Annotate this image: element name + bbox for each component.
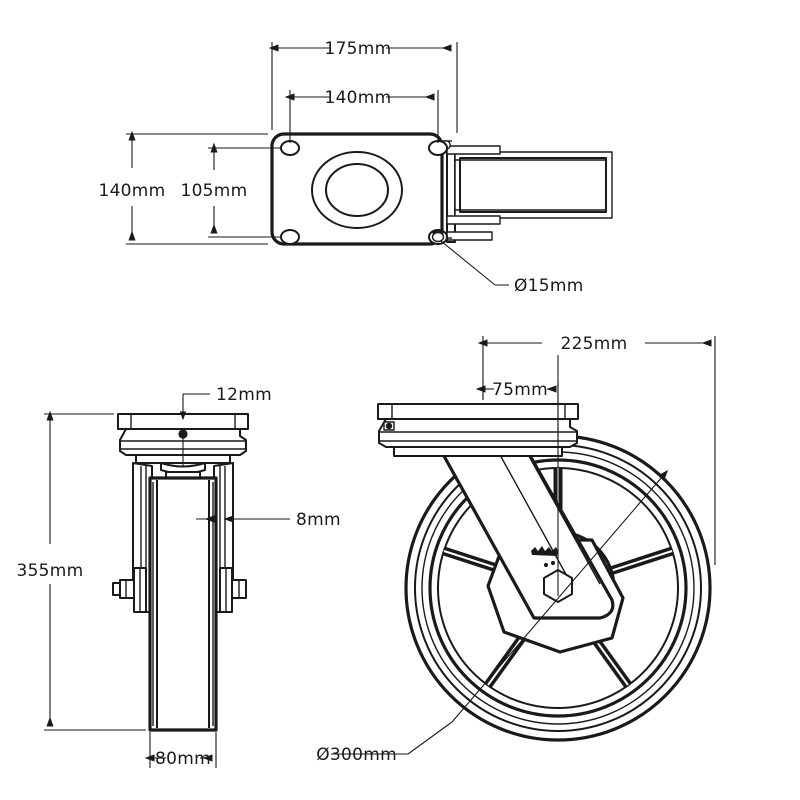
dimension-label-225mm: 225mm	[560, 334, 627, 354]
top-plate-bolt-holes	[280, 140, 448, 245]
dimension-140mm-horizontal: 140mm	[284, 88, 439, 143]
side-view-cast-mark	[531, 546, 558, 556]
dimension-12mm: 12mm	[179, 385, 272, 421]
dimension-label-355mm: 355mm	[16, 561, 83, 581]
dimension-8mm: 8mm	[196, 510, 341, 530]
side-elevation-view: 225mm 75mm Ø300mm	[316, 334, 716, 765]
dimension-label-dia-15mm: Ø15mm	[514, 276, 584, 296]
dimension-label-175mm: 175mm	[324, 39, 391, 59]
side-view-swivel-fork	[441, 436, 625, 654]
dimension-label-8mm: 8mm	[296, 510, 341, 530]
dimension-label-140mm-horizontal: 140mm	[324, 88, 391, 108]
dimension-80mm: 80mm	[144, 732, 217, 769]
front-elevation-view: 12mm 8mm 355mm 80mm	[16, 385, 340, 769]
dimension-label-80mm: 80mm	[155, 749, 211, 769]
dimension-label-75mm: 75mm	[492, 380, 548, 400]
top-plate-raceway	[311, 151, 403, 229]
top-view-swivel-housing	[441, 140, 613, 243]
dimension-label-105mm-vertical: 105mm	[180, 181, 247, 201]
dimension-dia-15mm: Ø15mm	[440, 240, 584, 296]
dimension-140mm-vertical: 140mm	[98, 130, 268, 245]
side-view-top-plate	[377, 403, 579, 457]
dimension-label-12mm: 12mm	[216, 385, 272, 405]
dimension-75mm: 75mm	[475, 380, 559, 440]
front-view-top-plate	[117, 413, 249, 430]
dimension-dia-300mm: Ø300mm	[316, 469, 669, 765]
dimension-label-dia-300mm: Ø300mm	[316, 745, 397, 765]
front-view-axle-bolt-right	[219, 567, 247, 613]
dimension-355mm: 355mm	[16, 410, 146, 731]
front-view-wheel	[148, 476, 218, 732]
top-plate-view: 175mm 140mm 140mm 105mm	[98, 39, 613, 296]
dimension-105mm-vertical: 105mm	[180, 142, 282, 238]
dimension-label-140mm-vertical: 140mm	[98, 181, 165, 201]
front-view-axle-bolt	[112, 567, 147, 613]
dimension-225mm: 225mm	[477, 334, 716, 565]
dimension-175mm: 175mm	[268, 39, 458, 133]
